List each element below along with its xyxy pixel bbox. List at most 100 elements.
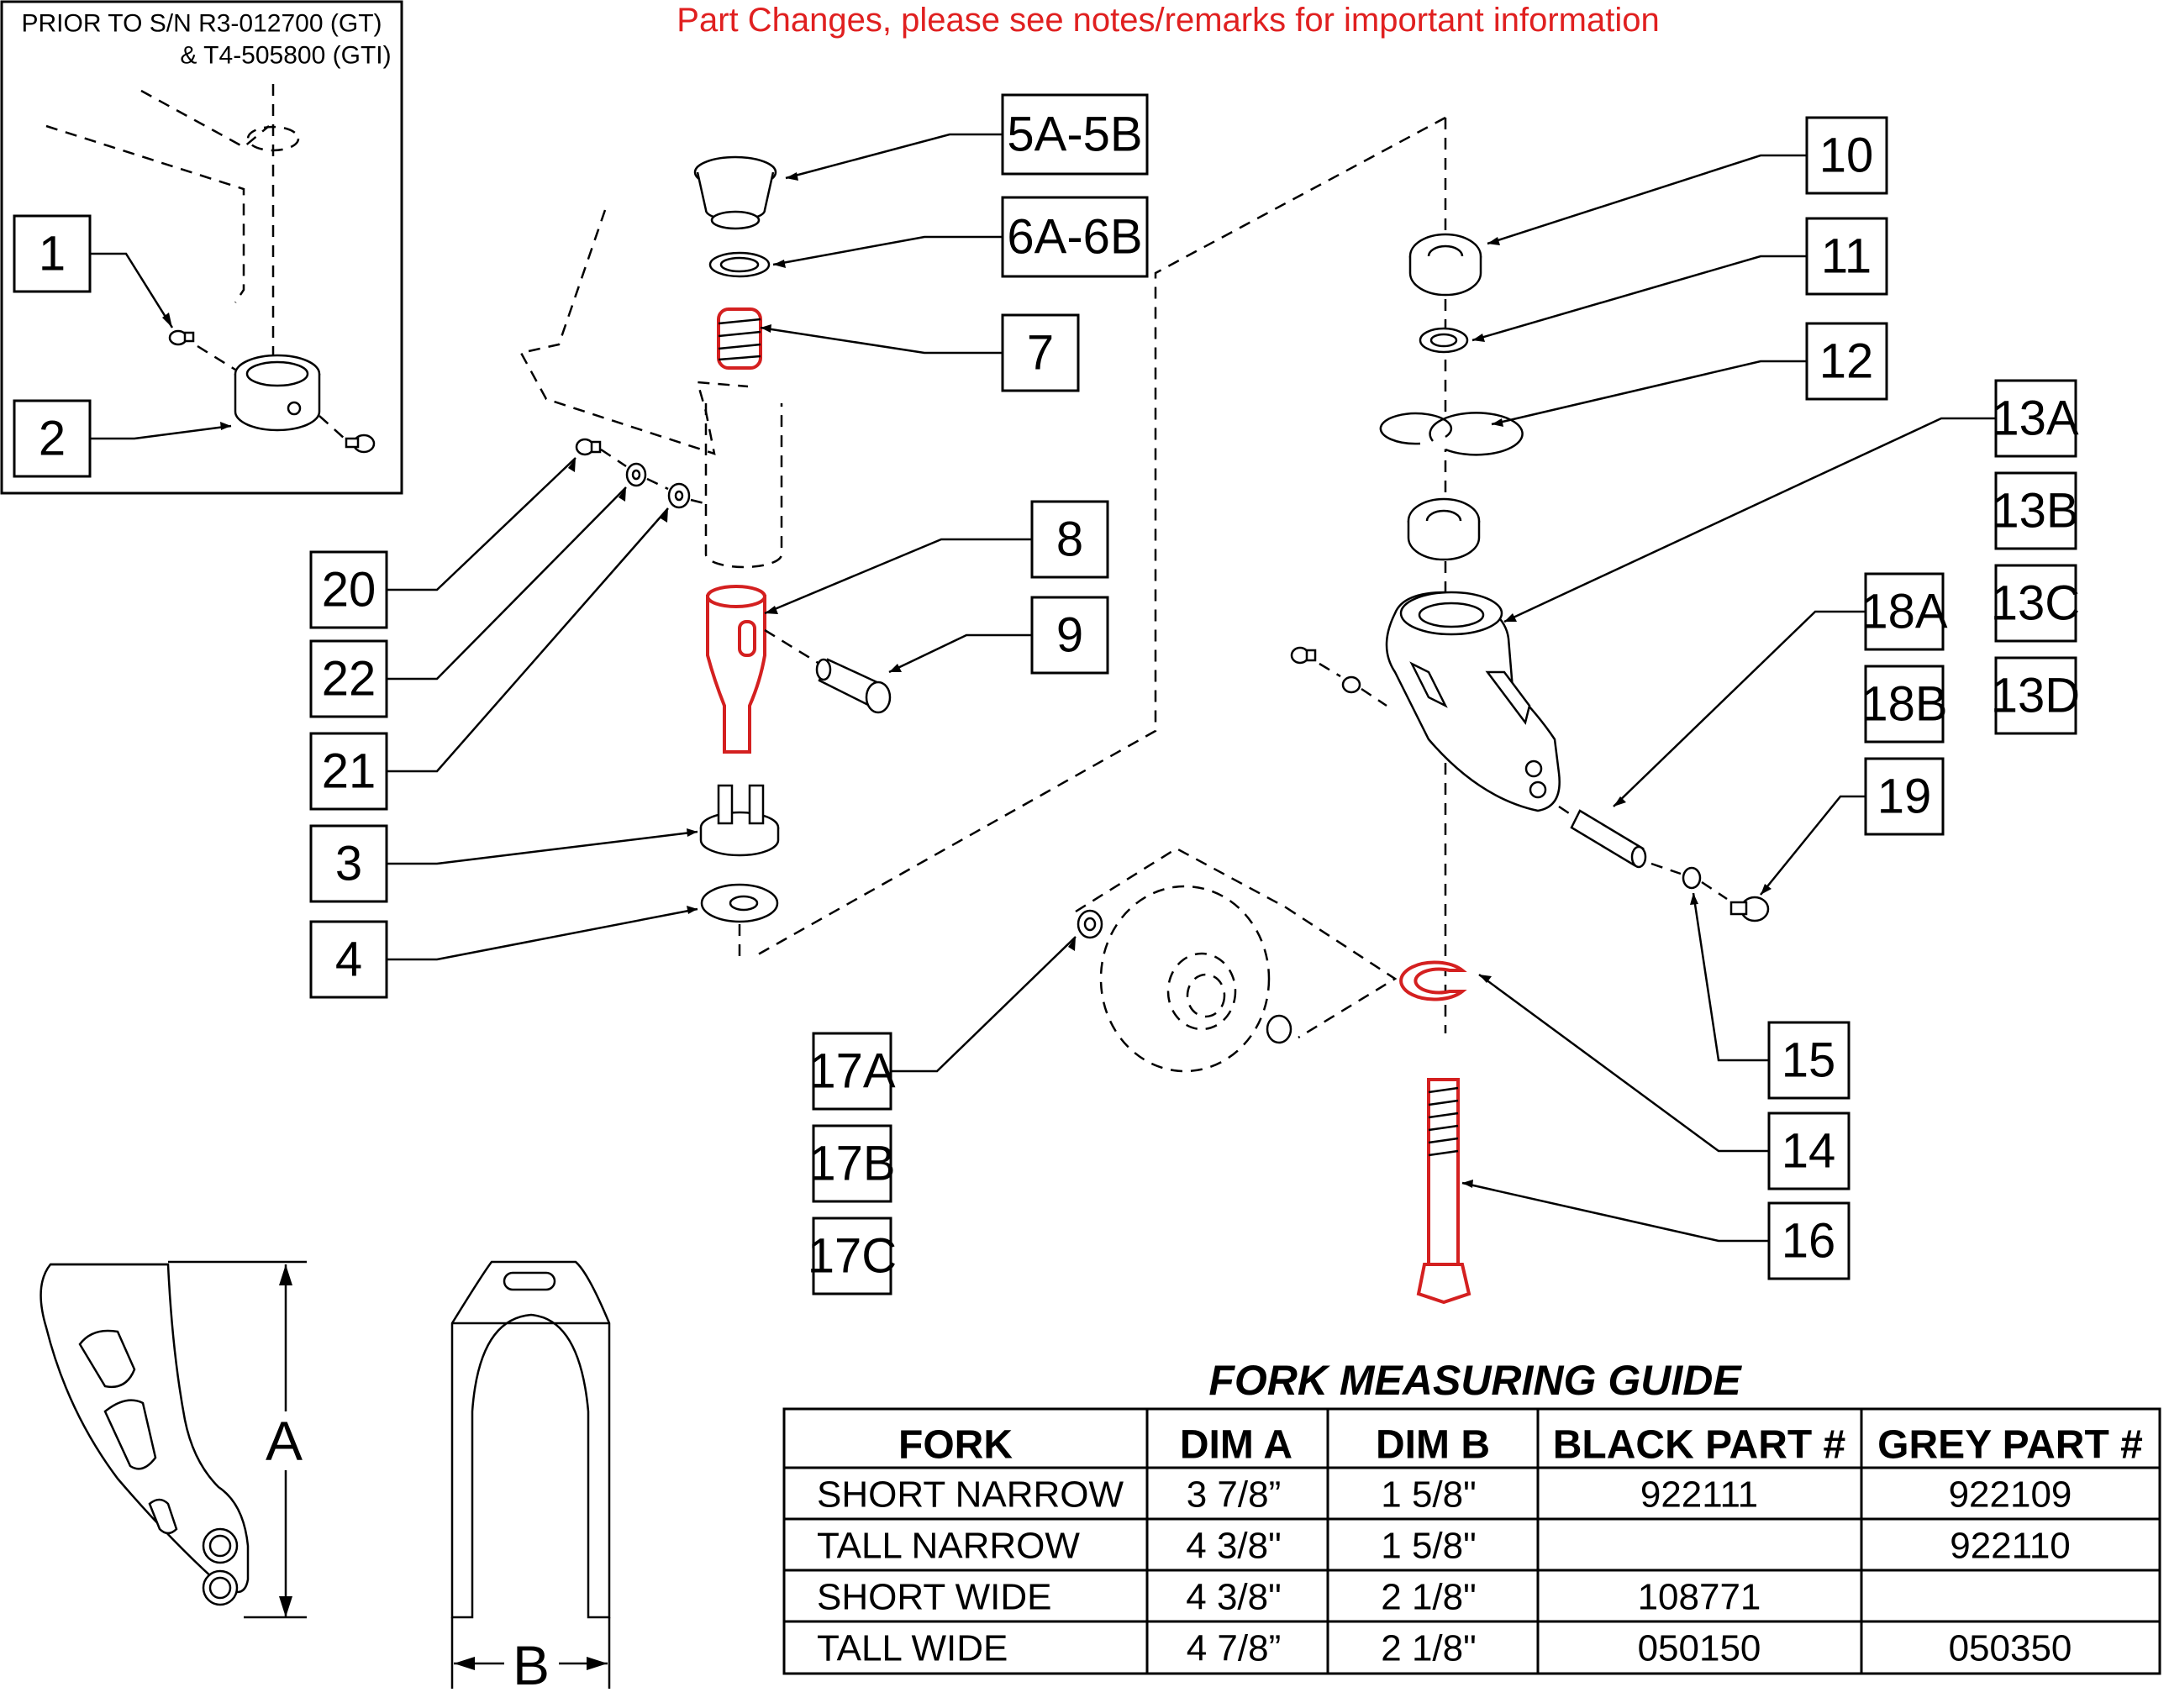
fork-part — [1385, 591, 1561, 812]
table-row: SHORT NARROW 3 7/8” 1 5/8" 922111 922109 — [817, 1474, 2072, 1516]
bearing-washer-part — [700, 883, 779, 923]
callout-3: 3 — [309, 824, 388, 903]
inset-screw-right — [345, 434, 376, 454]
svg-text:13C: 13C — [1991, 576, 2080, 631]
cell-fork: SHORT WIDE — [817, 1577, 1052, 1618]
svg-text:18B: 18B — [1861, 677, 1947, 732]
callout-7: 7 — [1001, 313, 1080, 392]
table-row: SHORT WIDE 4 3/8" 2 1/8" 108771 — [817, 1577, 1761, 1618]
svg-text:17C: 17C — [808, 1229, 897, 1284]
svg-text:4: 4 — [335, 933, 362, 987]
dim-b-marker: B — [450, 1617, 611, 1696]
svg-text:17A: 17A — [808, 1044, 896, 1099]
bearing-top-part — [1408, 233, 1482, 297]
flat-washer-part — [667, 482, 691, 509]
table-row: TALL NARROW 4 3/8" 1 5/8" 922110 — [817, 1526, 2071, 1567]
svg-text:13B: 13B — [1992, 484, 2078, 539]
stem-assembly — [519, 155, 892, 962]
fork-bolt-part — [1290, 646, 1317, 665]
svg-text:21: 21 — [322, 744, 376, 799]
snap-ring-part — [1379, 412, 1524, 456]
spacer-part — [1570, 809, 1647, 869]
collar-part — [234, 354, 321, 432]
inset-note-line1: PRIOR TO S/N R3-012700 (GT) — [21, 10, 382, 38]
clip-part — [1399, 960, 1467, 1001]
shaft-part — [706, 585, 766, 754]
callout-8: 8 — [1030, 500, 1109, 579]
callout-20: 20 — [309, 550, 388, 629]
callout-19: 19 — [1864, 757, 1945, 836]
callout-5a-5b: 5A-5B — [1001, 93, 1149, 176]
cell-dim-b: 2 1/8" — [1381, 1577, 1476, 1618]
callout-9: 9 — [1030, 596, 1109, 675]
cell-fork: SHORT NARROW — [817, 1474, 1124, 1516]
plate-part — [699, 784, 780, 857]
spring-part — [717, 307, 762, 370]
svg-text:13A: 13A — [1992, 392, 2079, 446]
callout-18a: 18A — [1861, 572, 1948, 651]
callout-18b: 18B — [1861, 665, 1948, 744]
svg-text:18A: 18A — [1861, 585, 1948, 639]
wheel-outline — [1075, 847, 1398, 1073]
cell-fork: TALL NARROW — [817, 1526, 1080, 1567]
dim-b-label: B — [513, 1634, 550, 1696]
table-row: TALL WIDE 4 7/8” 2 1/8" 050150 050350 — [817, 1628, 2072, 1669]
callout-22: 22 — [309, 639, 388, 718]
lock-washer-part — [625, 462, 647, 487]
inset-screw-left — [168, 329, 195, 346]
fork-measuring-guide: FORK MEASURING GUIDE FORK DIM A DIM B BL… — [782, 1357, 2161, 1675]
svg-text:13D: 13D — [1991, 669, 2080, 723]
caster-assembly — [1075, 233, 1770, 1305]
callout-17a: 17A — [808, 1032, 896, 1111]
svg-text:14: 14 — [1782, 1124, 1836, 1179]
dim-a-label: A — [266, 1410, 303, 1472]
table-header-row: FORK DIM A DIM B BLACK PART # GREY PART … — [898, 1423, 2143, 1468]
svg-text:22: 22 — [322, 652, 376, 707]
svg-text:16: 16 — [1782, 1214, 1836, 1269]
callout-16: 16 — [1767, 1201, 1850, 1280]
axle-long-bolt-part — [1416, 1078, 1471, 1305]
svg-text:19: 19 — [1877, 770, 1932, 824]
axle-washer-part — [1682, 866, 1702, 890]
callout-4: 4 — [309, 920, 388, 999]
header-fork: FORK — [898, 1423, 1013, 1468]
cell-fork: TALL WIDE — [817, 1628, 1008, 1669]
cell-black-part: 108771 — [1638, 1577, 1761, 1618]
header-black-part: BLACK PART # — [1553, 1423, 1845, 1468]
fork-front-view — [450, 1260, 611, 1619]
header-dim-b: DIM B — [1376, 1423, 1490, 1468]
svg-text:12: 12 — [1819, 334, 1874, 389]
cell-dim-a: 4 7/8” — [1187, 1628, 1282, 1669]
cell-dim-a: 3 7/8” — [1187, 1474, 1282, 1516]
svg-text:11: 11 — [1821, 229, 1872, 284]
cell-grey-part: 922110 — [1950, 1526, 2071, 1567]
callout-10: 10 — [1805, 116, 1888, 195]
bearing-bottom-part — [1407, 497, 1481, 561]
callout-15: 15 — [1767, 1021, 1850, 1100]
cell-dim-a: 4 3/8" — [1186, 1577, 1281, 1618]
table-title: FORK MEASURING GUIDE — [1208, 1357, 1742, 1404]
axle-bolt-part — [1729, 896, 1770, 922]
svg-text:2: 2 — [39, 412, 66, 466]
callout-2: 2 — [13, 399, 92, 478]
svg-text:10: 10 — [1819, 129, 1874, 183]
svg-text:7: 7 — [1027, 326, 1054, 381]
dim-a-marker: A — [168, 1260, 315, 1619]
svg-text:15: 15 — [1782, 1033, 1836, 1088]
svg-text:1: 1 — [39, 227, 66, 281]
svg-text:5A-5B: 5A-5B — [1007, 108, 1142, 162]
bolt-part — [575, 438, 602, 456]
svg-text:8: 8 — [1056, 512, 1083, 567]
callout-14: 14 — [1767, 1112, 1850, 1190]
svg-text:6A-6B: 6A-6B — [1007, 210, 1142, 265]
callout-13b: 13B — [1992, 471, 2079, 550]
svg-text:9: 9 — [1056, 608, 1083, 663]
callout-21: 21 — [309, 732, 388, 811]
part-changes-notice: Part Changes, please see notes/remarks f… — [676, 2, 1659, 39]
callout-17b: 17B — [808, 1124, 896, 1203]
callout-1: 1 — [13, 214, 92, 293]
callout-6a-6b: 6A-6B — [1001, 196, 1149, 278]
svg-text:17B: 17B — [808, 1137, 895, 1191]
cell-dim-b: 1 5/8" — [1381, 1474, 1476, 1516]
